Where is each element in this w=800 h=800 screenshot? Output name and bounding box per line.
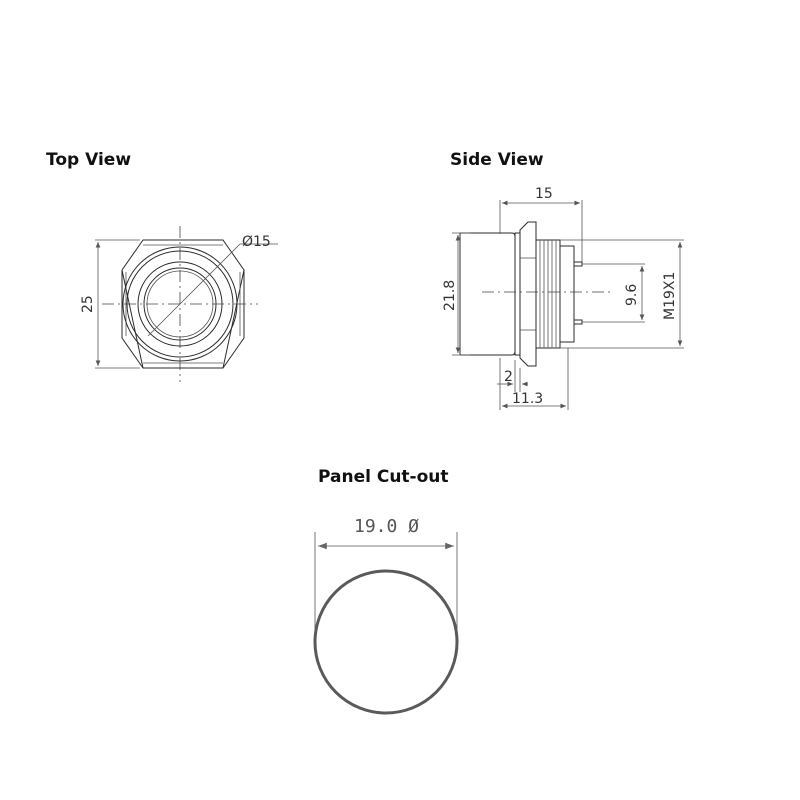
top-height-dim: 25 bbox=[80, 295, 96, 313]
top-view-drawing bbox=[95, 226, 278, 382]
pin-top bbox=[573, 261, 583, 267]
pin-bottom bbox=[573, 319, 583, 325]
cutout-circle bbox=[313, 569, 459, 715]
side-length-dim: 15 bbox=[535, 186, 553, 202]
panel-cutout-title: Panel Cut-out bbox=[318, 467, 449, 487]
side-height-dim: 21.8 bbox=[442, 280, 458, 311]
panel-cutout-drawing bbox=[313, 532, 459, 715]
cap-profile bbox=[460, 232, 516, 356]
cutout-diameter-dim: 19.0 Ø bbox=[354, 516, 419, 537]
top-diameter-dim: Ø15 bbox=[242, 234, 271, 250]
side-view-drawing bbox=[452, 200, 684, 410]
side-view-title: Side View bbox=[450, 150, 544, 170]
side-pin-dim: 9.6 bbox=[624, 284, 640, 306]
hex-nut-side bbox=[519, 221, 537, 367]
side-body-dim: 11.3 bbox=[512, 391, 543, 407]
side-flange-dim: 2 bbox=[504, 369, 513, 385]
side-thread-dim: M19X1 bbox=[662, 272, 678, 320]
top-view-title: Top View bbox=[46, 150, 132, 170]
